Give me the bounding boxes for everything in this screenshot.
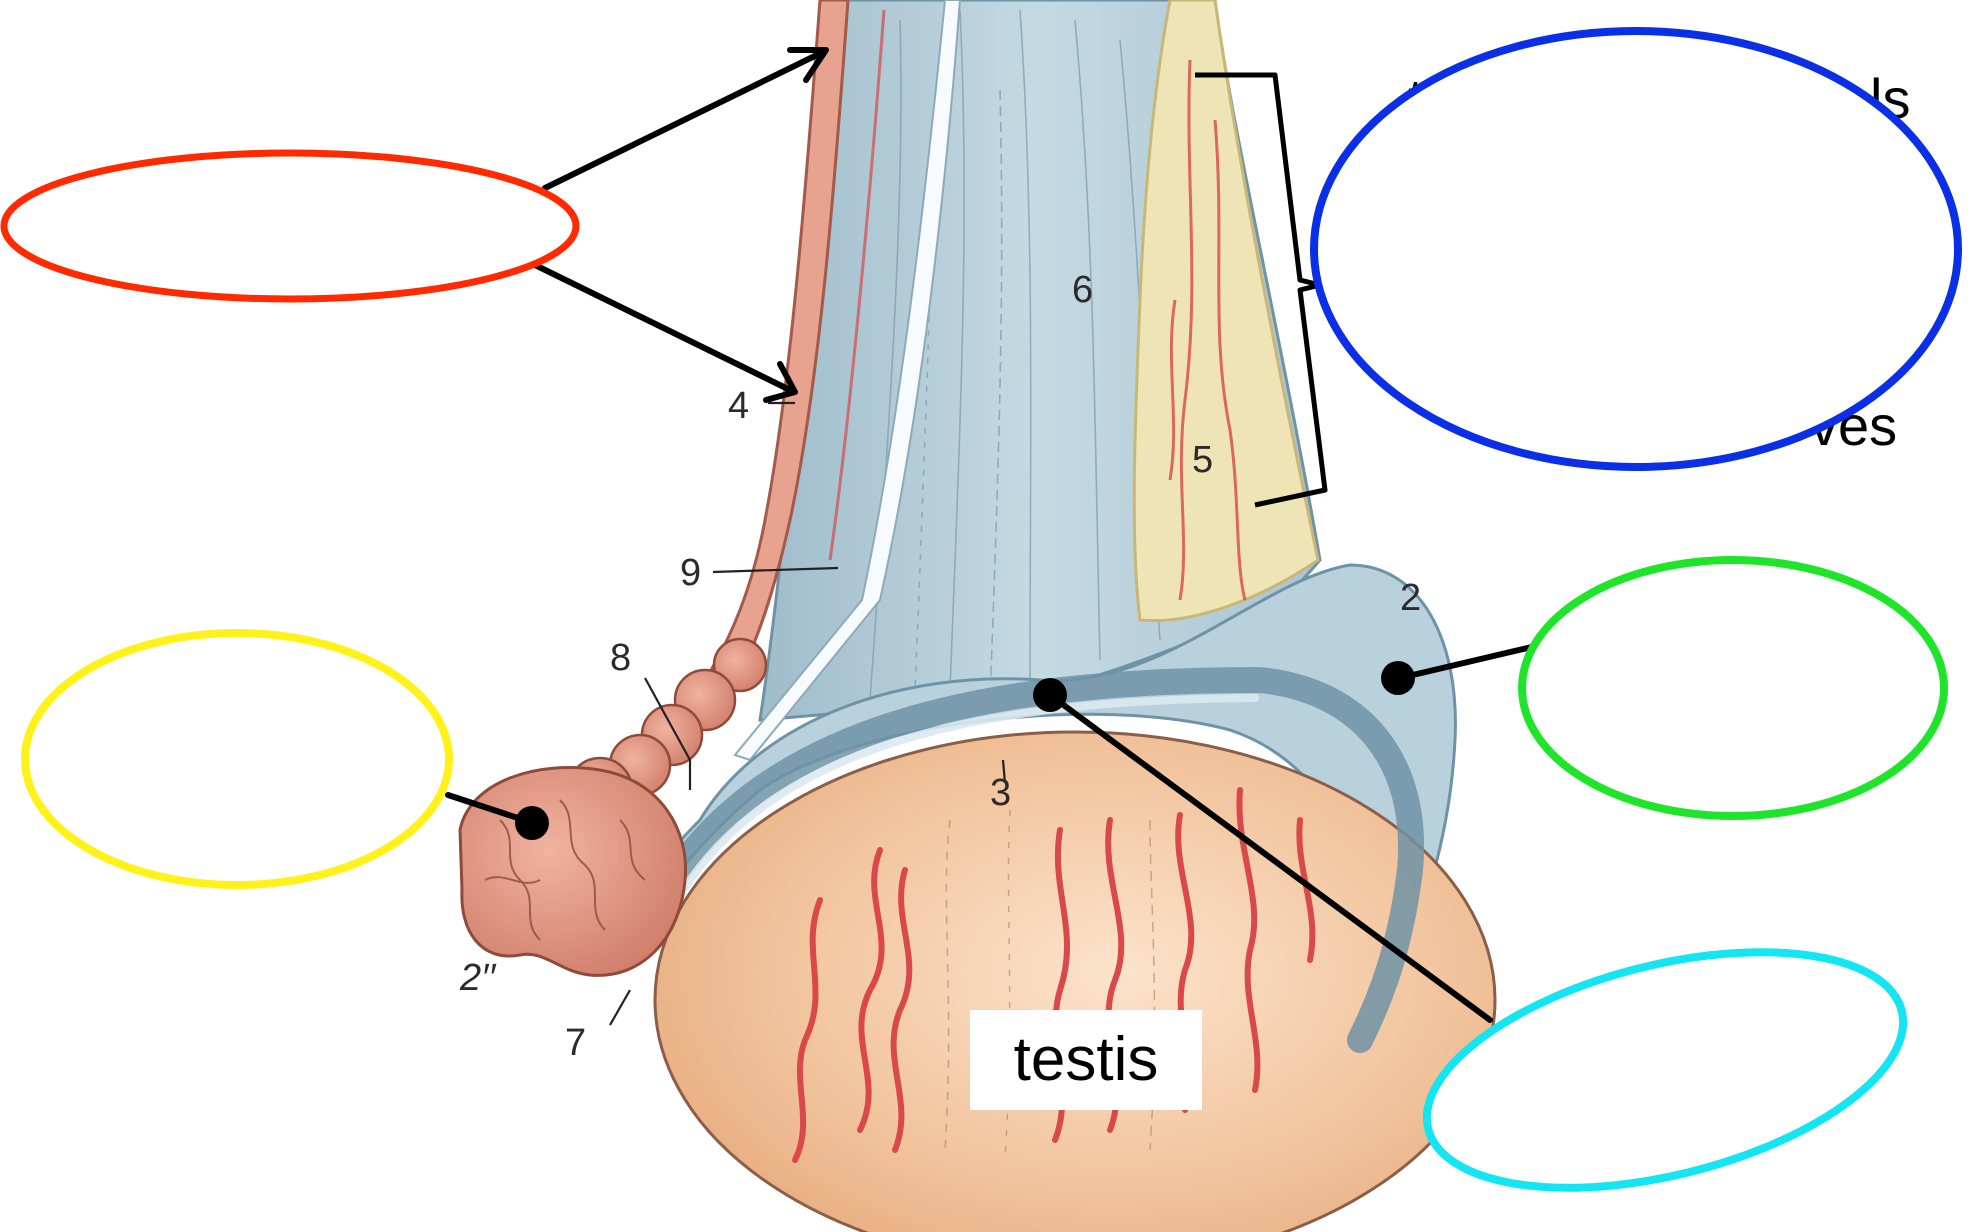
- label-6: 6: [1072, 269, 1093, 311]
- green-label-oval[interactable]: [1518, 556, 1948, 820]
- dot-green: [1381, 661, 1415, 695]
- cyan-label-oval[interactable]: [1403, 909, 1927, 1231]
- label-2pp: 2′′: [459, 957, 497, 999]
- label-2: 2: [1400, 577, 1421, 619]
- vas-inner-vessel: [828, 9, 886, 561]
- label-3: 3: [990, 772, 1011, 814]
- label-5: 5: [1192, 439, 1213, 481]
- anatomy-illustration: [458, 0, 1497, 1232]
- arrow-red-upper: [542, 49, 826, 191]
- yellow-label-oval[interactable]: [21, 629, 453, 889]
- arrowhead-red-lower: [763, 361, 798, 403]
- testis-label-box: [970, 1010, 1202, 1110]
- cord-vessels-bundle: [1132, 0, 1320, 623]
- dot-cyan: [1033, 678, 1067, 712]
- tunica-rim-highlight: [676, 694, 1259, 899]
- pointer-cyan: [1047, 692, 1493, 1023]
- bundle-vessels: [1168, 59, 1247, 601]
- testis-body: [653, 730, 1497, 1232]
- number-labels: 2 2′′ 3 4 5 6 7 8 9: [459, 269, 1421, 1064]
- number-leader-lines: [609, 401, 1007, 1026]
- arrow-red-lower: [532, 262, 793, 393]
- vas-white-strip: [733, 0, 962, 762]
- red-label-oval[interactable]: [0, 149, 580, 303]
- dot-yellow: [515, 806, 549, 840]
- arrowhead-red-upper: [787, 47, 829, 83]
- tunica-rim: [647, 666, 1425, 1053]
- label-8: 8: [610, 637, 631, 679]
- label-4: 4: [728, 385, 749, 427]
- blue-label-oval[interactable]: [1310, 27, 1962, 471]
- pointer-green: [1397, 642, 1543, 681]
- label-9: 9: [680, 552, 701, 594]
- pointer-lines: [445, 47, 1543, 1023]
- label-7: 7: [565, 1022, 586, 1064]
- pointer-dots: [515, 661, 1415, 840]
- testis-label: testis: [1014, 1025, 1159, 1094]
